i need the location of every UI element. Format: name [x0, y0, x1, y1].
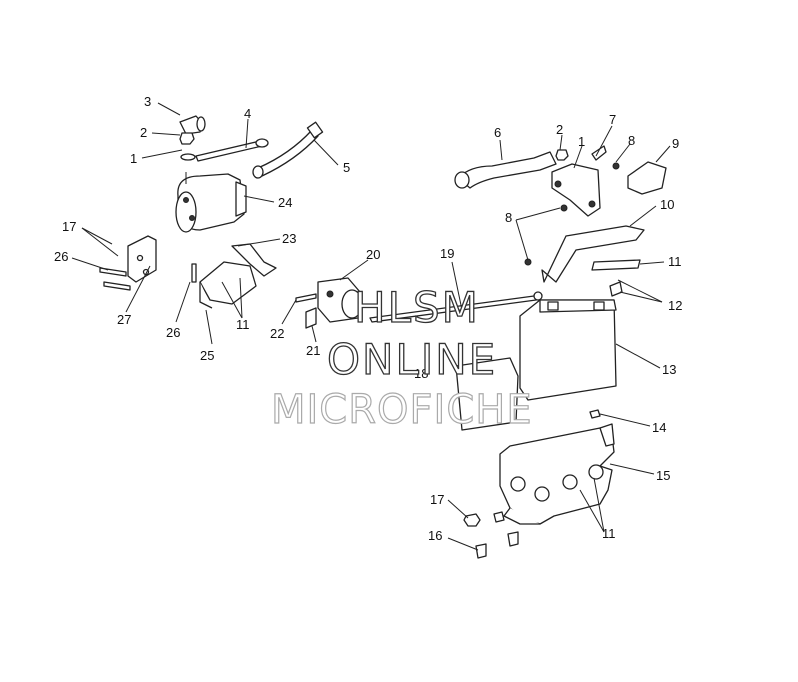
starter-bracket: [127, 235, 157, 283]
callout-16: 16: [428, 528, 442, 543]
callout-14: 14: [652, 420, 666, 435]
callout-19: 19: [440, 246, 454, 261]
callout-17-bottom: 17: [430, 492, 444, 507]
callout-25: 25: [200, 348, 214, 363]
callout-11-bottom: 11: [602, 526, 616, 541]
callout-12: 12: [668, 298, 682, 313]
box-nut: [463, 511, 505, 527]
negative-cable: [454, 151, 557, 189]
callout-1-left: 1: [130, 151, 137, 166]
pad: [591, 259, 641, 271]
terminal-cover: [627, 161, 667, 195]
callout-21: 21: [306, 343, 320, 358]
callout-27: 27: [117, 312, 131, 327]
starter-motor: [175, 172, 247, 233]
washer: [180, 153, 196, 161]
positive-cable: [252, 121, 324, 179]
bolt: [99, 267, 131, 291]
callout-26-left: 26: [54, 249, 68, 264]
starter-cable-boot: [179, 115, 206, 135]
battery-pad: [455, 357, 519, 431]
ground-cable: [195, 138, 269, 162]
starter-solenoid: [317, 277, 363, 323]
callout-23: 23: [282, 231, 296, 246]
screw: [191, 263, 197, 283]
callout-labels: 3 2 1 4 5 24 23 17 26 27 26 11 25 20 22 …: [54, 94, 682, 543]
callout-24: 24: [278, 195, 292, 210]
leader-lines: [71, 102, 671, 551]
battery-strap: [541, 225, 645, 283]
callout-4: 4: [244, 106, 251, 121]
watermark-line-1: HLSM: [354, 283, 480, 332]
solenoid-bracket: [199, 243, 277, 309]
callout-22: 22: [270, 326, 284, 341]
nut: [179, 132, 195, 145]
callout-2-right: 2: [556, 122, 563, 137]
battery-cable: [369, 291, 543, 323]
callout-13: 13: [662, 362, 676, 377]
callout-2-left: 2: [140, 125, 147, 140]
battery-box: [499, 423, 615, 525]
callout-6: 6: [494, 125, 501, 140]
callout-8-top: 8: [628, 133, 635, 148]
callout-18: 18: [414, 366, 428, 381]
screw-right: [524, 204, 623, 297]
watermark-line-3: MICROFICHE: [271, 387, 533, 433]
callout-7: 7: [609, 112, 616, 127]
battery-terminal: [551, 145, 607, 217]
callout-17-left: 17: [62, 219, 76, 234]
callout-11-left: 11: [236, 317, 250, 332]
watermark-line-2: ONLINE: [327, 335, 497, 384]
watermark: HLSM ONLINE MICROFICHE: [270, 282, 533, 433]
battery: [519, 299, 617, 401]
solenoid-screw: [295, 293, 317, 329]
callout-8-mid: 8: [505, 210, 512, 225]
callout-26-mid: 26: [166, 325, 180, 340]
callout-15: 15: [656, 468, 670, 483]
callout-11-right: 11: [668, 254, 682, 269]
callout-9: 9: [672, 136, 679, 151]
box-bolt: [475, 531, 519, 559]
callout-20: 20: [366, 247, 380, 262]
callout-1-right: 1: [578, 134, 585, 149]
nut-terminal: [555, 149, 620, 170]
callout-10: 10: [660, 197, 674, 212]
box-screw: [589, 409, 601, 419]
callout-5: 5: [343, 160, 350, 175]
callout-3-left: 3: [144, 94, 151, 109]
